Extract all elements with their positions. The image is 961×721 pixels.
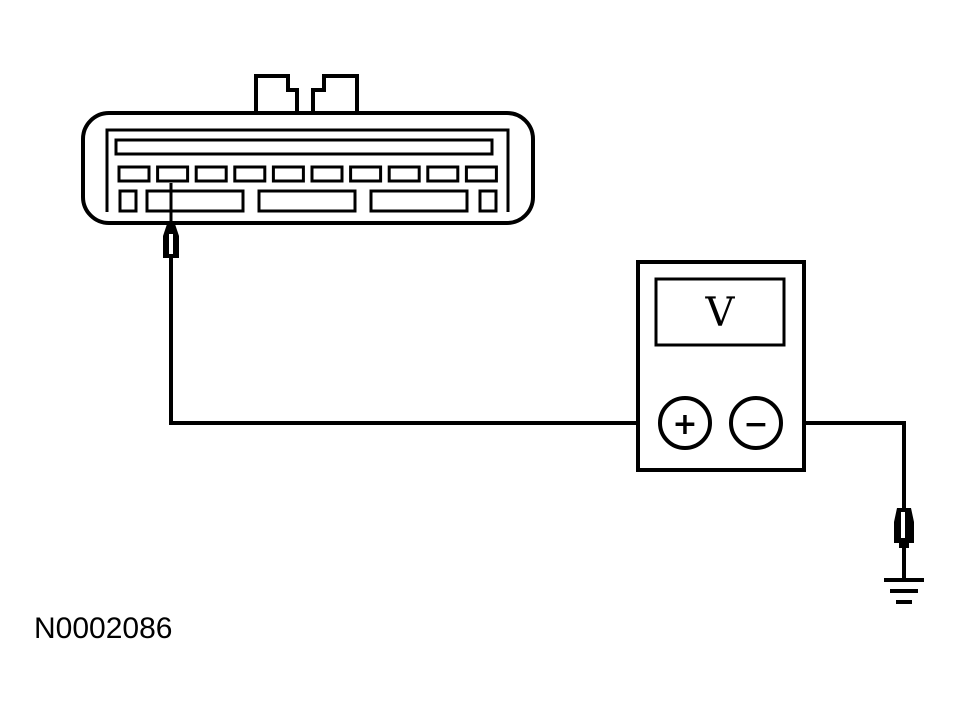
- ground-probe-highlight: [901, 512, 905, 538]
- figure-id: N0002086: [34, 612, 173, 645]
- connector: [81, 74, 535, 225]
- connector-pin-cavity: [387, 165, 421, 183]
- ground-symbol-icon: [884, 578, 924, 604]
- test-probe-icon: [163, 183, 179, 258]
- connector-pin-cavity: [464, 165, 498, 183]
- voltmeter: V + −: [636, 260, 806, 472]
- connector-pin-cavity: [310, 165, 344, 183]
- connector-pin-cavity: [426, 165, 460, 183]
- connector-body: [81, 111, 535, 225]
- connector-pin-cavity: [233, 165, 267, 183]
- wires: [169, 258, 906, 508]
- ground-probe-icon: [894, 508, 914, 580]
- connector-pin-cavity: [271, 165, 305, 183]
- voltmeter-display: [654, 277, 786, 347]
- connector-pin-cavity: [194, 165, 228, 183]
- connector-latch: [254, 74, 359, 113]
- connector-bottom-cavity: [145, 189, 245, 213]
- connector-bottom-cavity-right: [478, 189, 498, 213]
- connector-inner-frame: [105, 128, 510, 212]
- wire-positive: [169, 258, 660, 425]
- connector-bottom-cavity: [369, 189, 469, 213]
- connector-bottom-cavity-left: [118, 189, 138, 213]
- connector-pin-cavity: [349, 165, 383, 183]
- connector-pin-cavity: [156, 165, 190, 183]
- connector-pin-cavity: [117, 165, 151, 183]
- connector-pin-row: [117, 165, 498, 183]
- positive-terminal-sign: +: [672, 407, 697, 442]
- positive-terminal: [658, 396, 712, 450]
- negative-terminal: [729, 396, 783, 450]
- wire-negative: [780, 421, 906, 508]
- voltmeter-display-label: V: [705, 290, 736, 336]
- probe-highlight: [169, 234, 173, 254]
- negative-terminal-sign: −: [743, 407, 768, 442]
- connector-top-slot: [114, 138, 494, 156]
- connector-bottom-cavity: [257, 189, 357, 213]
